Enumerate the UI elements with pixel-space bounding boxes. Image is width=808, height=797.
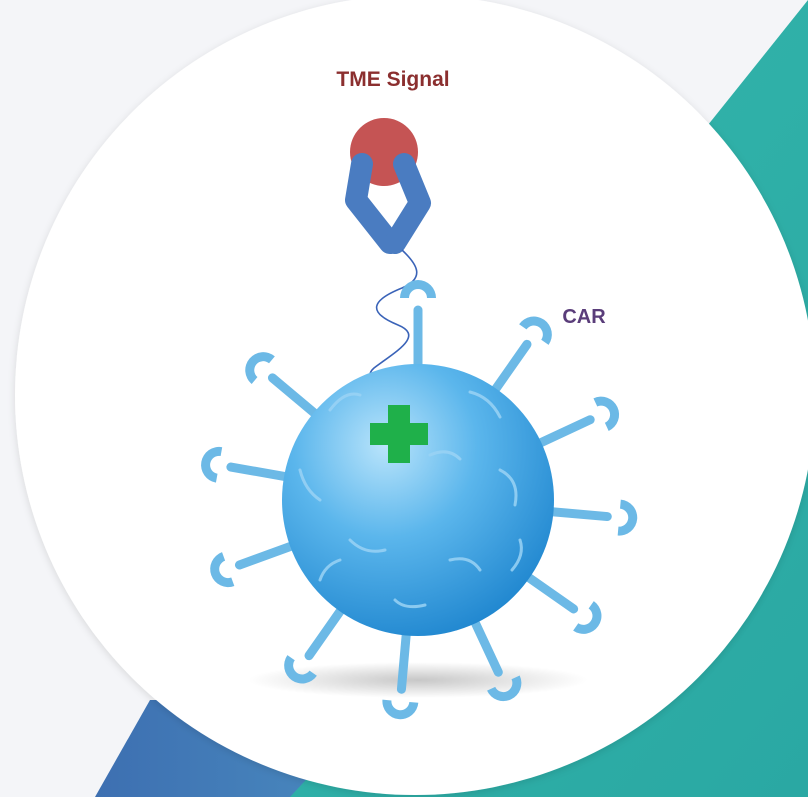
car-receptor-wrench-head bbox=[519, 316, 552, 345]
car-receptor-wrench-head bbox=[573, 601, 602, 634]
wisp-8 bbox=[510, 538, 523, 572]
tme-signal-label: TME Signal bbox=[336, 68, 449, 91]
car-receptor-wrench-head bbox=[201, 446, 223, 483]
binder-left-arm bbox=[345, 153, 401, 254]
wisp-1 bbox=[328, 392, 362, 412]
car-label: CAR bbox=[562, 306, 606, 328]
wisp-10 bbox=[428, 450, 462, 461]
cell-surface-texture bbox=[298, 390, 523, 609]
car-receptor-wrench-head bbox=[593, 396, 620, 431]
wisp-6 bbox=[448, 557, 482, 572]
wisp-4 bbox=[498, 468, 518, 507]
car-receptor-wrench-head bbox=[245, 352, 275, 384]
activation-plus-icon bbox=[370, 405, 428, 463]
wisp-2 bbox=[468, 390, 502, 419]
plus-horizontal-bar bbox=[370, 423, 428, 445]
car-receptor-wrench-head bbox=[400, 280, 436, 298]
t-cell-body bbox=[282, 364, 554, 636]
wisp-7 bbox=[393, 598, 427, 609]
binder-right-arm bbox=[384, 153, 431, 254]
car-receptor-wrench-head bbox=[284, 655, 317, 684]
car-receptor-wrench-head bbox=[382, 699, 419, 720]
wisp-3 bbox=[298, 468, 322, 502]
cell-shadow bbox=[248, 662, 588, 698]
wisp-5 bbox=[348, 538, 387, 553]
car-receptor-wrench-head bbox=[617, 499, 638, 536]
wisp-9 bbox=[318, 558, 342, 582]
car-receptor-wrench-head bbox=[487, 675, 522, 702]
binder-domain bbox=[345, 153, 431, 254]
car-receptor-wrench-head bbox=[210, 552, 235, 588]
